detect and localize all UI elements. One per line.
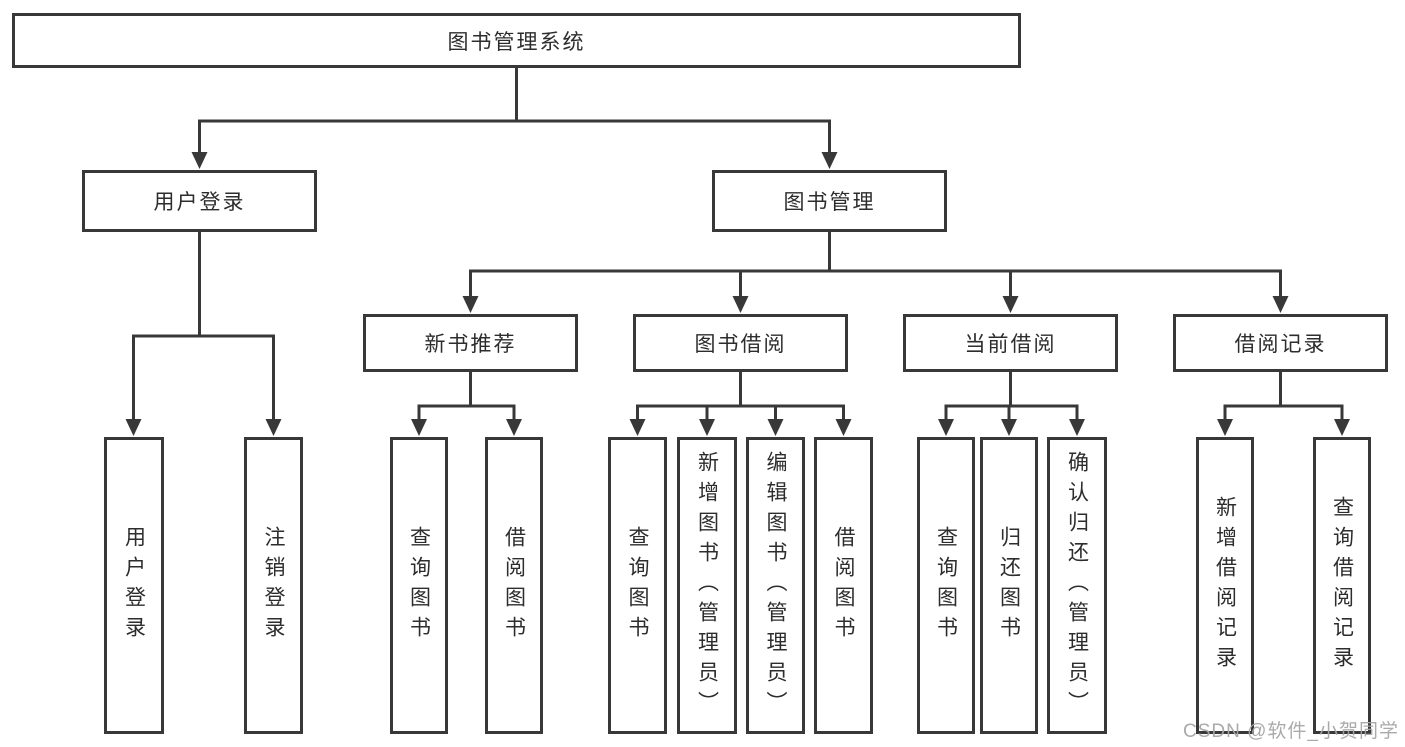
node-label: 借阅图书 <box>832 525 855 646</box>
node-label: 新增借阅记录 <box>1213 495 1237 676</box>
arrowhead <box>1217 419 1233 436</box>
arrowhead <box>938 419 954 436</box>
node-label: 查询图书 <box>407 525 431 646</box>
arrowhead <box>1069 419 1085 436</box>
leaf-br-query-record: 查询借阅记录 <box>1313 437 1371 734</box>
node-label: 编辑图书（管理员） <box>764 450 787 721</box>
leaf-cb-return-books: 归还图书 <box>980 437 1038 734</box>
connector-line <box>944 370 1079 421</box>
node-label: 确认归还（管理员） <box>1065 450 1089 721</box>
connector-line <box>132 230 275 420</box>
node-user-login: 用户登录 <box>82 170 317 232</box>
node-label: 借阅记录 <box>1234 333 1327 356</box>
arrowhead <box>411 419 427 436</box>
connector-group-borrow-records <box>1217 370 1350 436</box>
connector-group-user-login <box>125 230 282 436</box>
arrowhead <box>629 419 646 436</box>
leaf-logout: 注销登录 <box>244 437 303 734</box>
node-label: 新书推荐 <box>424 333 517 356</box>
connector-line <box>469 230 1282 298</box>
node-borrow-records: 借阅记录 <box>1173 314 1388 372</box>
leaf-nb-borrow-books: 借阅图书 <box>485 437 543 734</box>
leaf-user-login: 用户登录 <box>104 437 164 734</box>
connector-line <box>417 370 516 421</box>
csdn-watermark: CSDN @软件_小贺同学 <box>1183 721 1399 742</box>
leaf-bb-borrow-books: 借阅图书 <box>814 437 873 734</box>
leaf-nb-query-books: 查询图书 <box>390 437 448 734</box>
leaf-bb-add-book-admin: 新增图书（管理员） <box>677 437 737 734</box>
node-root-library-system: 图书管理系统 <box>12 13 1021 68</box>
node-label: 用户登录 <box>122 525 146 646</box>
connector-line <box>636 370 845 421</box>
arrowhead <box>835 419 852 436</box>
node-label: 查询图书 <box>626 525 649 646</box>
arrowhead <box>821 152 838 169</box>
node-label: 图书借阅 <box>694 333 787 356</box>
arrowhead <box>506 419 522 436</box>
node-book-management: 图书管理 <box>712 170 947 232</box>
arrowhead <box>1002 296 1019 313</box>
leaf-bb-edit-book-admin: 编辑图书（管理员） <box>746 437 805 734</box>
arrowhead <box>462 296 479 313</box>
leaf-cb-confirm-return-admin: 确认归还（管理员） <box>1047 437 1107 734</box>
node-current-borrow: 当前借阅 <box>903 314 1118 372</box>
node-label: 查询借阅记录 <box>1330 495 1354 676</box>
arrowhead <box>699 419 715 436</box>
node-new-book-recommend: 新书推荐 <box>363 314 578 372</box>
connector-group-root <box>191 66 838 169</box>
node-label: 用户登录 <box>153 191 246 214</box>
arrowhead <box>732 296 749 313</box>
node-label: 注销登录 <box>262 525 285 646</box>
arrowhead <box>1001 419 1017 436</box>
arrowhead <box>191 152 208 169</box>
connector-group-current-borrow <box>938 370 1085 436</box>
arrowhead <box>265 419 282 436</box>
arrowhead <box>1272 296 1289 313</box>
connector-line <box>198 66 831 154</box>
leaf-br-add-record: 新增借阅记录 <box>1196 437 1254 734</box>
node-label: 当前借阅 <box>964 333 1057 356</box>
leaf-cb-query-books: 查询图书 <box>917 437 975 734</box>
connector-group-new-book-recommend <box>411 370 522 436</box>
arrowhead <box>1334 419 1350 436</box>
connector-line <box>1223 370 1344 421</box>
arrowhead <box>125 419 142 436</box>
node-label: 借阅图书 <box>502 525 526 646</box>
node-label: 归还图书 <box>997 525 1021 646</box>
node-label: 图书管理系统 <box>447 30 586 54</box>
leaf-bb-query-books: 查询图书 <box>608 437 667 734</box>
node-label: 查询图书 <box>934 525 958 646</box>
node-label: 新增图书（管理员） <box>695 450 719 721</box>
node-label: 图书管理 <box>783 191 876 214</box>
node-book-borrow: 图书借阅 <box>633 314 848 372</box>
connector-group-book-management <box>462 230 1289 313</box>
connector-group-book-borrow <box>629 370 852 436</box>
arrowhead <box>767 419 784 436</box>
